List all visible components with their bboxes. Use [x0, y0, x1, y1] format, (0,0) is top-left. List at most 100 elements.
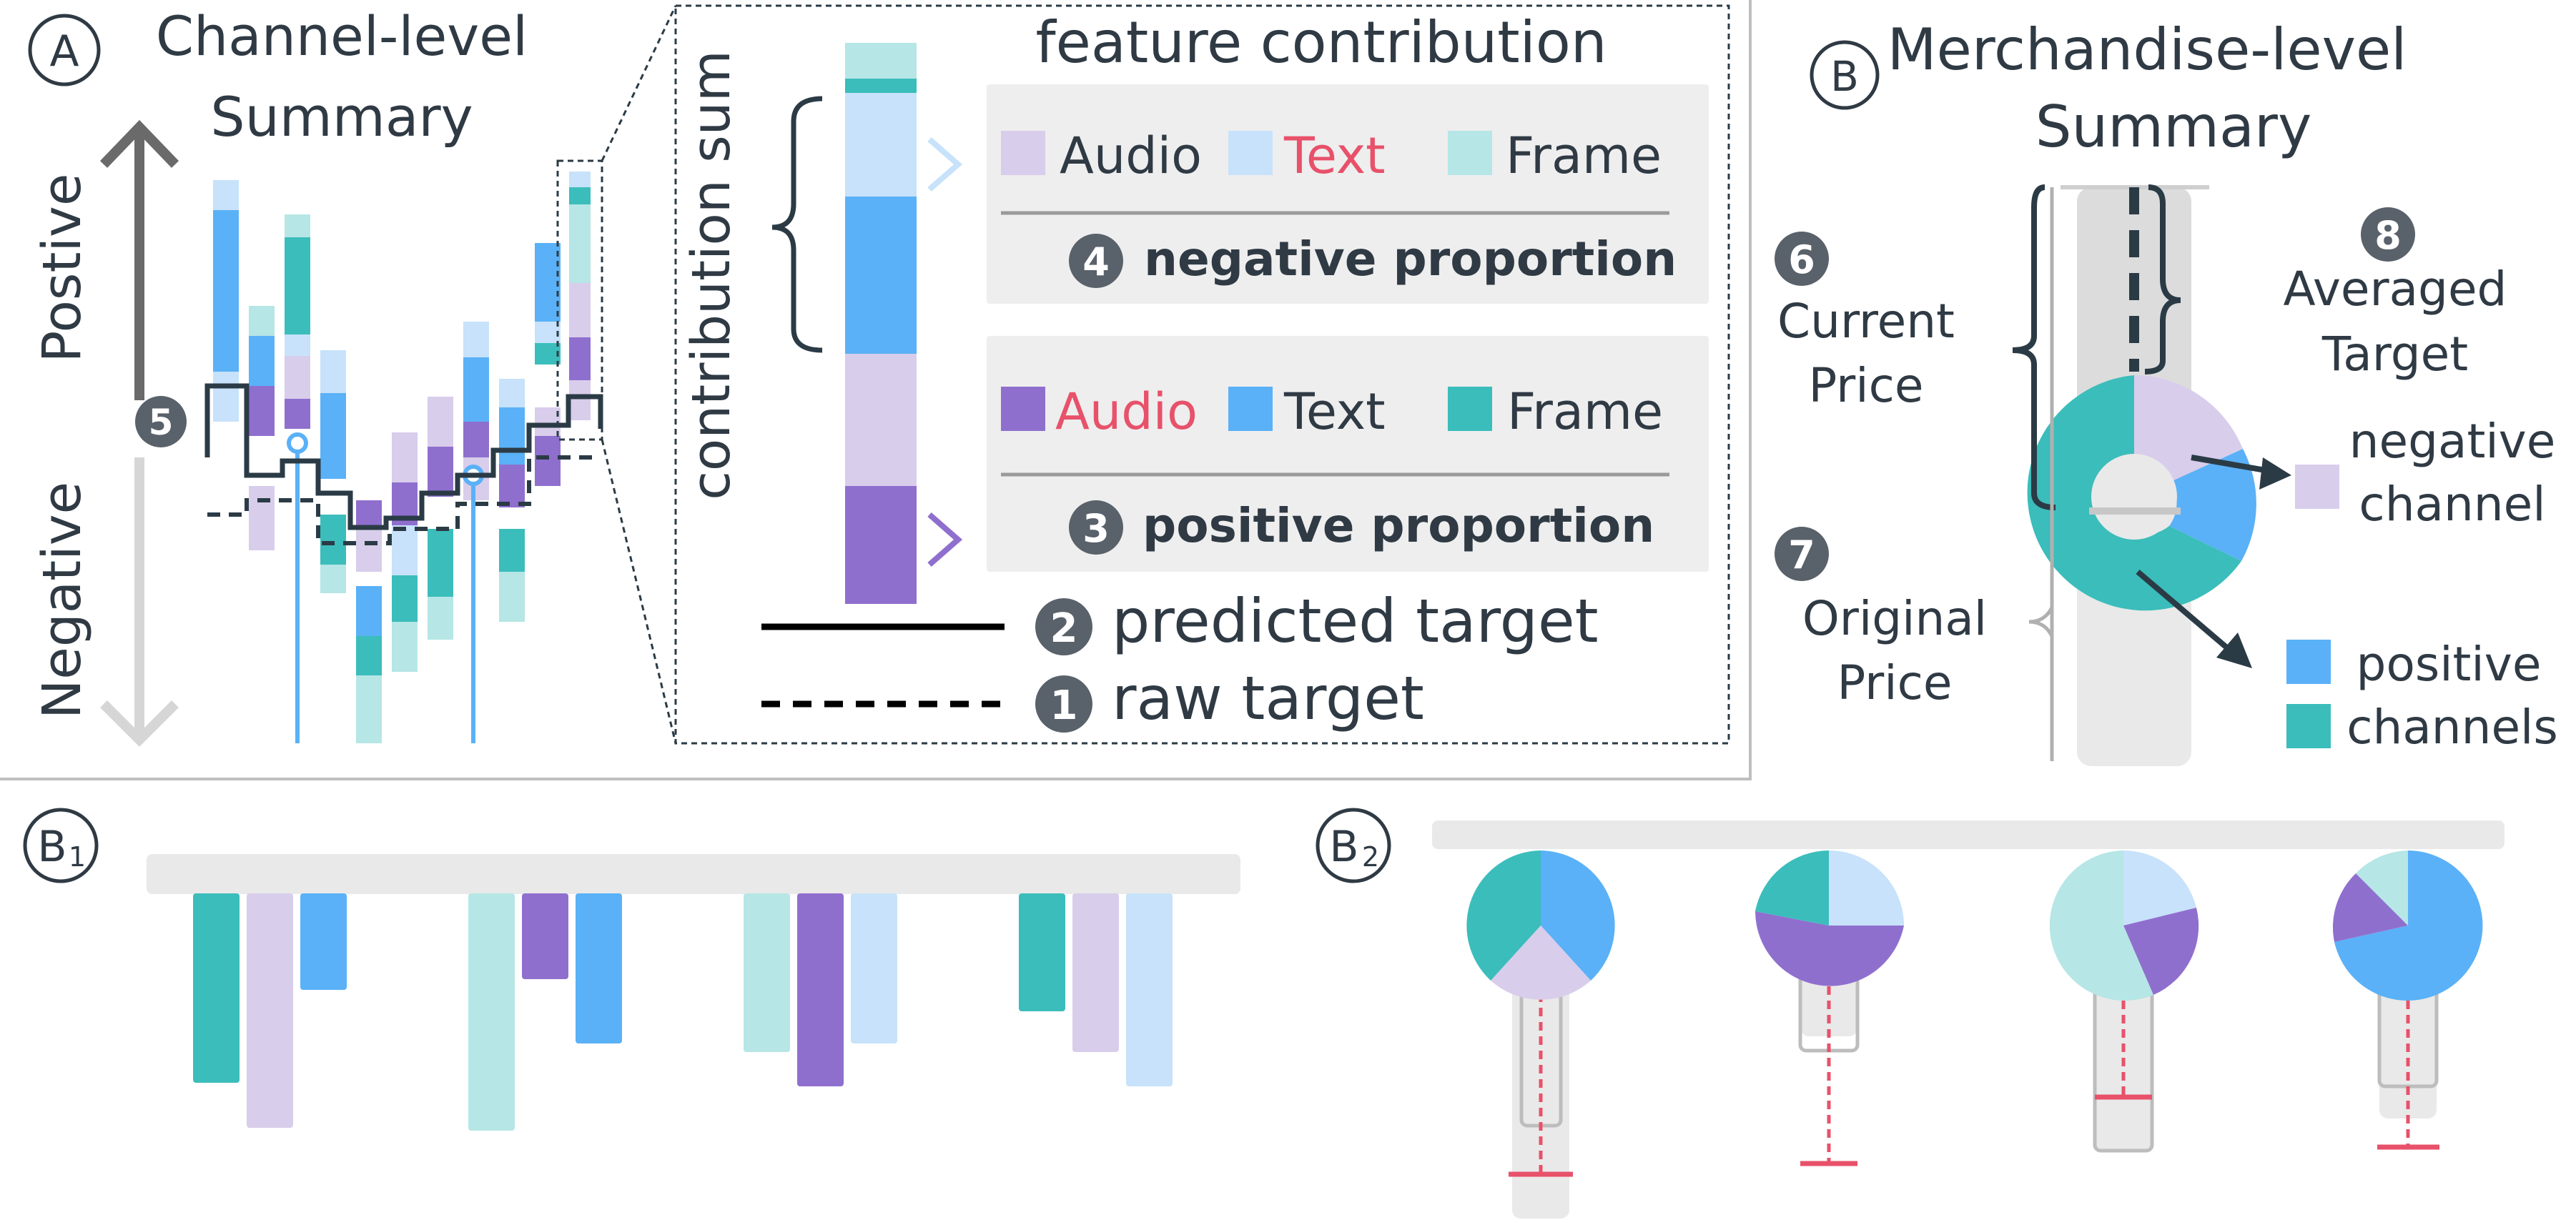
donut-slice-negative [2134, 375, 2243, 482]
legend-neg-audio: Audio [1060, 127, 1202, 185]
negative-proportion-box: Audio Text Frame 4 negative proportion [987, 84, 1709, 304]
svg-text:1: 1 [1050, 683, 1078, 729]
feature-contribution-bar [845, 43, 917, 604]
positive-proportion-box: Audio Text Frame 3 positive proportion [987, 336, 1709, 572]
positive-axis-arrow [99, 119, 179, 400]
bar-segment [356, 636, 382, 675]
badge-6 [1775, 232, 1829, 286]
bar-segment [569, 204, 591, 283]
bar-segment [213, 210, 239, 372]
b2-item [2049, 850, 2199, 1153]
b1-bar [247, 893, 293, 1128]
bar-segment [392, 622, 418, 672]
axis-label-positive: Postive [31, 174, 93, 363]
bar-segment [285, 334, 310, 356]
contribution-brace [771, 96, 823, 353]
b1-bar [1019, 893, 1065, 1011]
bar-segment [428, 447, 453, 497]
svg-text:6: 6 [1788, 237, 1815, 282]
raw-target-dashed-line [207, 455, 601, 545]
b2-pie-slice [1755, 850, 1829, 926]
bar-segment [392, 432, 418, 482]
panel-b2-label: B [1329, 822, 1358, 872]
swatch-frame-pos [1448, 387, 1492, 431]
panel-b2-sublabel: 2 [1362, 841, 1379, 873]
svg-text:4: 4 [1082, 239, 1110, 284]
b1-bar [744, 893, 790, 1052]
legend-border [674, 4, 1730, 745]
panel-b1-sublabel: 1 [69, 841, 86, 873]
negative-proportion-label: negative proportion [1144, 232, 1677, 287]
svg-text:8: 8 [2374, 213, 2402, 258]
bar-segment [392, 575, 418, 622]
bar-segment [249, 306, 275, 336]
svg-text:7: 7 [1788, 532, 1815, 577]
bar-segment [535, 343, 561, 364]
legend-pos-frame: Frame [1507, 382, 1663, 441]
b2-item [2332, 850, 2483, 1150]
legend-title: feature contribution [1035, 9, 1607, 76]
b1-bar [522, 893, 568, 979]
bar-segment [463, 357, 489, 422]
b2-pie-slice [1491, 926, 1591, 1000]
legend-panel: feature contribution contribution sum Au [674, 4, 1730, 745]
swatch-positive-text [2286, 640, 2331, 684]
panel-b-badge [1810, 40, 1880, 110]
panel-b-title-line2: Summary [2035, 94, 2312, 160]
b1-baseline-band [147, 854, 1240, 894]
swatch-negative-channel [2295, 465, 2339, 509]
contribution-sum-label: contribution sum [681, 50, 742, 500]
bar-segment [499, 407, 525, 465]
svg-text:3: 3 [1082, 506, 1110, 551]
badge-5: 5 [135, 396, 187, 447]
panel-a-label: A [49, 26, 79, 76]
merchandise-donut [2027, 375, 2256, 611]
panel-a-title-line2: Summary [210, 85, 473, 149]
legend-pos-audio: Audio [1055, 382, 1198, 441]
swatch-frame-neg [1448, 131, 1492, 175]
panel-a-border [0, 0, 1752, 780]
bar-segment [320, 350, 346, 393]
swatch-audio-pos [1001, 387, 1045, 431]
bar-segment [392, 525, 418, 575]
b2-baseline-band [1432, 820, 2505, 849]
bar-segment [356, 675, 382, 743]
negative-axis-arrow [100, 457, 179, 747]
b1-bar [1126, 893, 1173, 1086]
zoom-line [601, 439, 677, 744]
panel-b2-badge [1316, 808, 1391, 883]
svg-text:2: 2 [1050, 605, 1078, 652]
badge-4 [1069, 234, 1123, 288]
chevron-right-icon [927, 512, 963, 567]
badge-8 [2361, 207, 2415, 262]
b2-item [1466, 850, 1615, 1219]
b1-bar [851, 893, 897, 1043]
negative-channel-line1: negative [2349, 414, 2556, 469]
bar-segment [569, 172, 591, 187]
b1-bar [797, 893, 844, 1086]
badge-7 [1775, 527, 1829, 581]
predicted-target-step-line [204, 383, 603, 530]
b1-bar [1072, 893, 1119, 1052]
donut-hole [2091, 454, 2177, 540]
bar-segment [320, 565, 346, 593]
b2-pie-slice [2356, 850, 2408, 926]
bar-segment [249, 336, 275, 386]
panel-b: B Merchandise-level Summary 6 Current Pr… [1775, 16, 2558, 766]
panel-b1-badge [23, 808, 99, 883]
b2-pie-slice [1755, 911, 1904, 986]
b2-pie-slice [2334, 850, 2483, 1001]
b2-pie-slice [1466, 850, 1541, 981]
b2-pie-slice [2123, 908, 2199, 995]
bar-segment [213, 180, 239, 210]
current-price-brace [2012, 184, 2056, 510]
averaged-target-brace [2144, 184, 2181, 375]
legend-neg-text: Text [1283, 127, 1386, 185]
arrow-to-positive [2136, 569, 2236, 657]
bar-segment-frame-pos [845, 79, 917, 93]
positive-channels-line2: channels [2346, 700, 2558, 755]
bar-segment-text-neg [845, 93, 917, 197]
panel-a-title-line1: Channel-level [156, 4, 528, 68]
